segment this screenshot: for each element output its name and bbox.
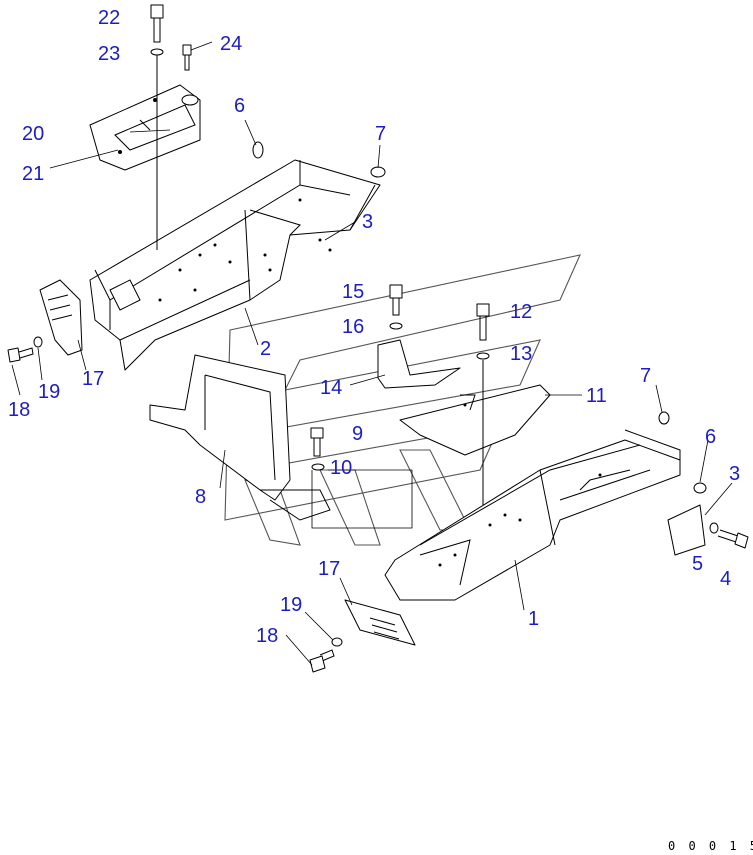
plug-6-lower-icon: [693, 482, 707, 494]
bolt-9-icon: [310, 427, 324, 457]
plate-3-lower: [667, 504, 706, 556]
plug-6-upper-icon: [252, 141, 264, 159]
callout-6-lower: 6: [705, 426, 716, 448]
callout-14: 14: [320, 377, 342, 399]
callout-3-lower: 3: [729, 463, 740, 485]
callout-15: 15: [342, 281, 364, 303]
plug-7-lower-icon: [658, 411, 670, 425]
plate-14: [377, 339, 461, 389]
washer-5-icon: [709, 522, 719, 534]
callout-2: 2: [260, 338, 271, 360]
bolt-12-icon: [476, 303, 490, 341]
bolt-18-upper-icon: [7, 347, 34, 363]
callout-24: 24: [220, 33, 242, 55]
upper-frame-assembly: [89, 159, 381, 371]
cover-plate-assembly: [89, 84, 201, 171]
callout-18-upper: 18: [8, 399, 30, 421]
lower-frame-assembly: [384, 429, 681, 601]
mount-frame-8: [149, 354, 331, 521]
callout-17-upper: 17: [82, 368, 104, 390]
left-bracket-lower: [344, 599, 416, 646]
bolt-22-icon: [150, 4, 164, 43]
washer-10-icon: [311, 463, 325, 471]
callout-7-upper: 7: [375, 123, 386, 145]
bolt-4-icon: [717, 529, 749, 549]
callout-labels: 22 23 24 20 21 6 7 3 15 12 16 13 2 14 11…: [8, 7, 740, 647]
callout-19-upper: 19: [38, 381, 60, 403]
callout-9: 9: [352, 423, 363, 445]
callout-23: 23: [98, 43, 120, 65]
callout-10: 10: [330, 457, 352, 479]
bolt-18-lower-icon: [309, 649, 335, 673]
callout-21: 21: [22, 163, 44, 185]
drawing-code: 0 0 0 1 5 2 2 4: [668, 839, 753, 853]
callout-4: 4: [720, 568, 731, 590]
bracket-11: [399, 384, 551, 456]
callout-16: 16: [342, 316, 364, 338]
callout-18-lower: 18: [256, 625, 278, 647]
callout-3-upper: 3: [362, 211, 373, 233]
callout-11: 11: [586, 385, 607, 407]
callout-12: 12: [510, 301, 532, 323]
washer-19-upper-icon: [33, 336, 43, 348]
washer-13-icon: [476, 352, 490, 360]
washer-23-icon: [150, 48, 164, 56]
washer-16-icon: [389, 322, 403, 330]
washer-19-lower-icon: [331, 637, 343, 647]
callout-7-lower: 7: [640, 365, 651, 387]
plug-7-upper-icon: [370, 166, 386, 178]
callout-1: 1: [528, 608, 539, 630]
callout-22: 22: [98, 7, 120, 29]
callout-5: 5: [692, 553, 703, 575]
callout-8: 8: [195, 486, 206, 508]
callout-17-lower: 17: [318, 558, 340, 580]
bolt-15-icon: [389, 284, 403, 316]
left-bracket-upper: [39, 279, 83, 356]
leader-lines: [11, 41, 733, 666]
callout-19-lower: 19: [280, 594, 302, 616]
callout-20: 20: [22, 123, 44, 145]
callout-6-upper: 6: [234, 95, 245, 117]
stud-24-icon: [182, 44, 192, 71]
callout-13: 13: [510, 343, 532, 365]
